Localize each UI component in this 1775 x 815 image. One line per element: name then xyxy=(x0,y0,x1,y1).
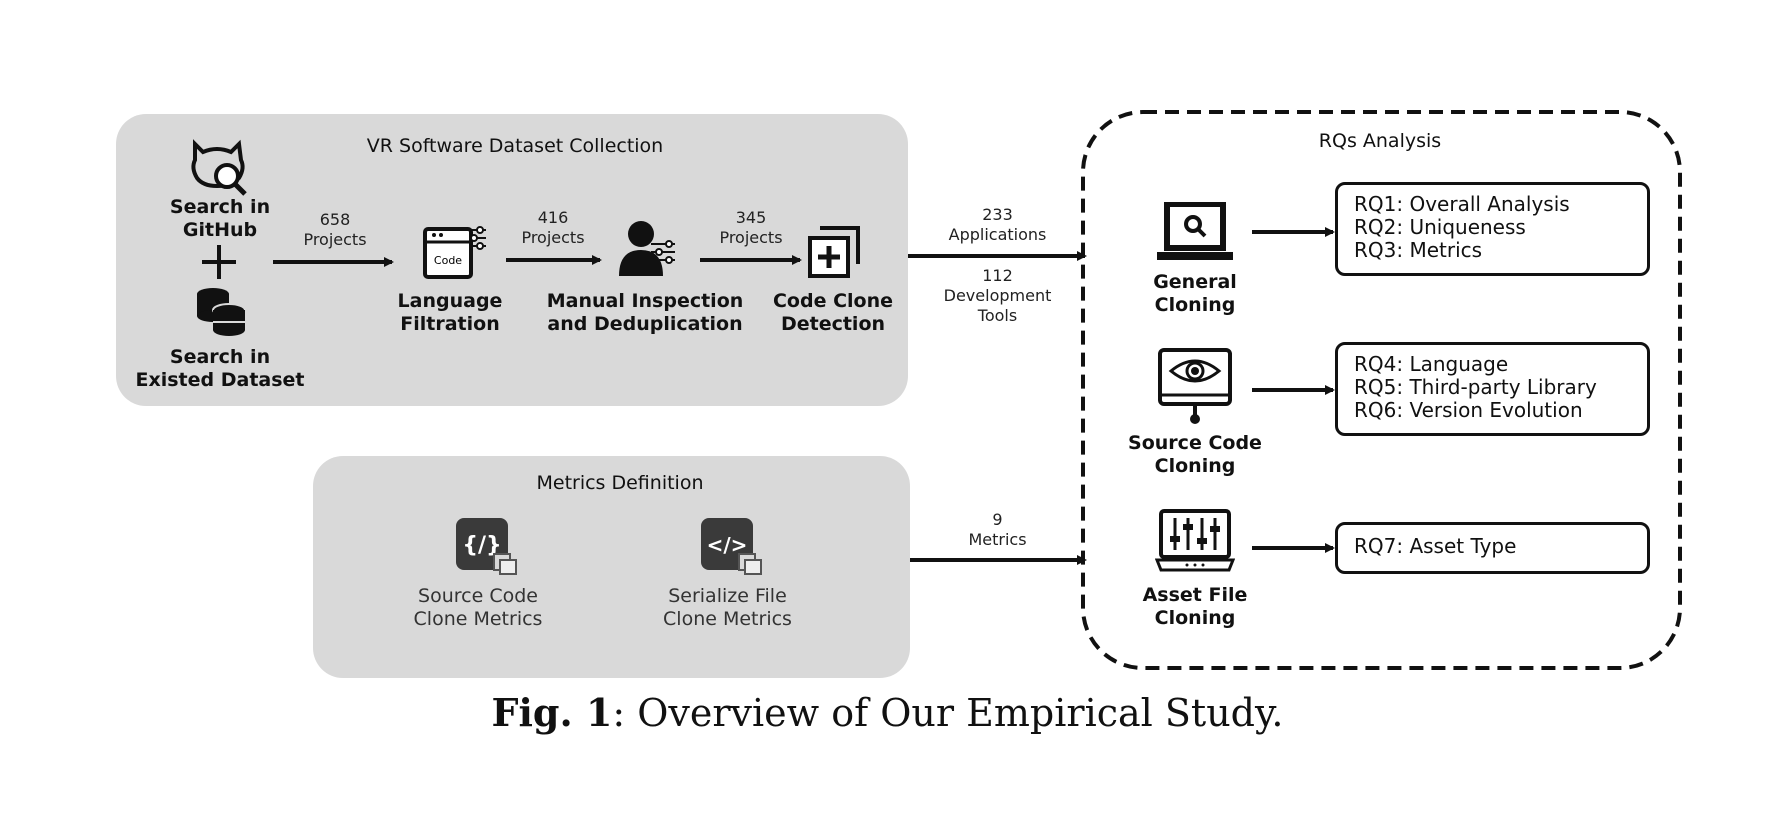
database-icon xyxy=(197,288,246,336)
metrics-title: Metrics Definition xyxy=(536,472,704,494)
laptop-sliders-icon xyxy=(1155,509,1235,572)
source-code-cloning-label: Source Code Cloning xyxy=(1128,432,1262,477)
asset-file-cloning-label: Asset File Cloning xyxy=(1142,584,1248,629)
flow-count-345: 345 Projects xyxy=(719,208,783,247)
development-tools-count: 112 Development Tools xyxy=(943,266,1052,325)
metrics-count: 9 Metrics xyxy=(968,510,1027,549)
manual-inspection-label: Manual Inspection and Deduplication xyxy=(546,290,744,335)
rq-item: RQ5: Third-party Library xyxy=(1354,375,1597,399)
clone-detection-icon xyxy=(808,226,860,278)
applications-count: 233 Applications xyxy=(948,205,1047,244)
general-cloning-label: General Cloning xyxy=(1153,271,1237,316)
rq-box-general: RQ1: Overall Analysis RQ2: Uniqueness RQ… xyxy=(1335,182,1650,276)
github-search-label: Search in GitHub xyxy=(169,196,271,241)
source-code-metrics-label: Source Code Clone Metrics xyxy=(413,585,543,630)
flow-count-416: 416 Projects xyxy=(521,208,585,247)
rq-item: RQ2: Uniqueness xyxy=(1354,215,1526,239)
rqs-analysis-title: RQs Analysis xyxy=(1318,130,1442,152)
serialize-file-metrics-icon: </> xyxy=(701,518,762,575)
rq-item: RQ3: Metrics xyxy=(1354,238,1483,262)
language-filtration-label: Language Filtration xyxy=(397,290,503,335)
person-inspection-icon xyxy=(619,221,675,276)
monitor-eye-icon xyxy=(1158,348,1232,424)
code-filter-icon: Code xyxy=(423,226,486,279)
figure-caption: Fig. 1: Overview of Our Empirical Study. xyxy=(0,690,1775,735)
caption-label: Fig. 1 xyxy=(491,690,613,735)
rq-item: RQ1: Overall Analysis xyxy=(1354,192,1570,216)
serialize-file-metrics-label: Serialize File Clone Metrics xyxy=(663,585,792,630)
rq-box-asset-file: RQ7: Asset Type xyxy=(1335,522,1650,574)
collection-title: VR Software Dataset Collection xyxy=(366,135,664,157)
caption-text: : Overview of Our Empirical Study. xyxy=(612,691,1284,735)
dataset-search-label: Search in Existed Dataset xyxy=(135,346,305,391)
flow-count-658: 658 Projects xyxy=(303,210,367,249)
rq-item: RQ4: Language xyxy=(1354,352,1509,376)
laptop-search-icon xyxy=(1157,202,1233,260)
code-icon-text: Code xyxy=(434,254,462,267)
rq-box-source-code: RQ4: Language RQ5: Third-party Library R… xyxy=(1335,342,1650,436)
source-code-metrics-icon: {/} xyxy=(456,518,517,575)
rq-item: RQ7: Asset Type xyxy=(1354,534,1517,558)
rq-item: RQ6: Version Evolution xyxy=(1354,398,1583,422)
code-clone-detection-label: Code Clone Detection xyxy=(772,290,894,335)
github-search-icon xyxy=(191,139,247,196)
metrics-definition-panel xyxy=(313,456,910,678)
